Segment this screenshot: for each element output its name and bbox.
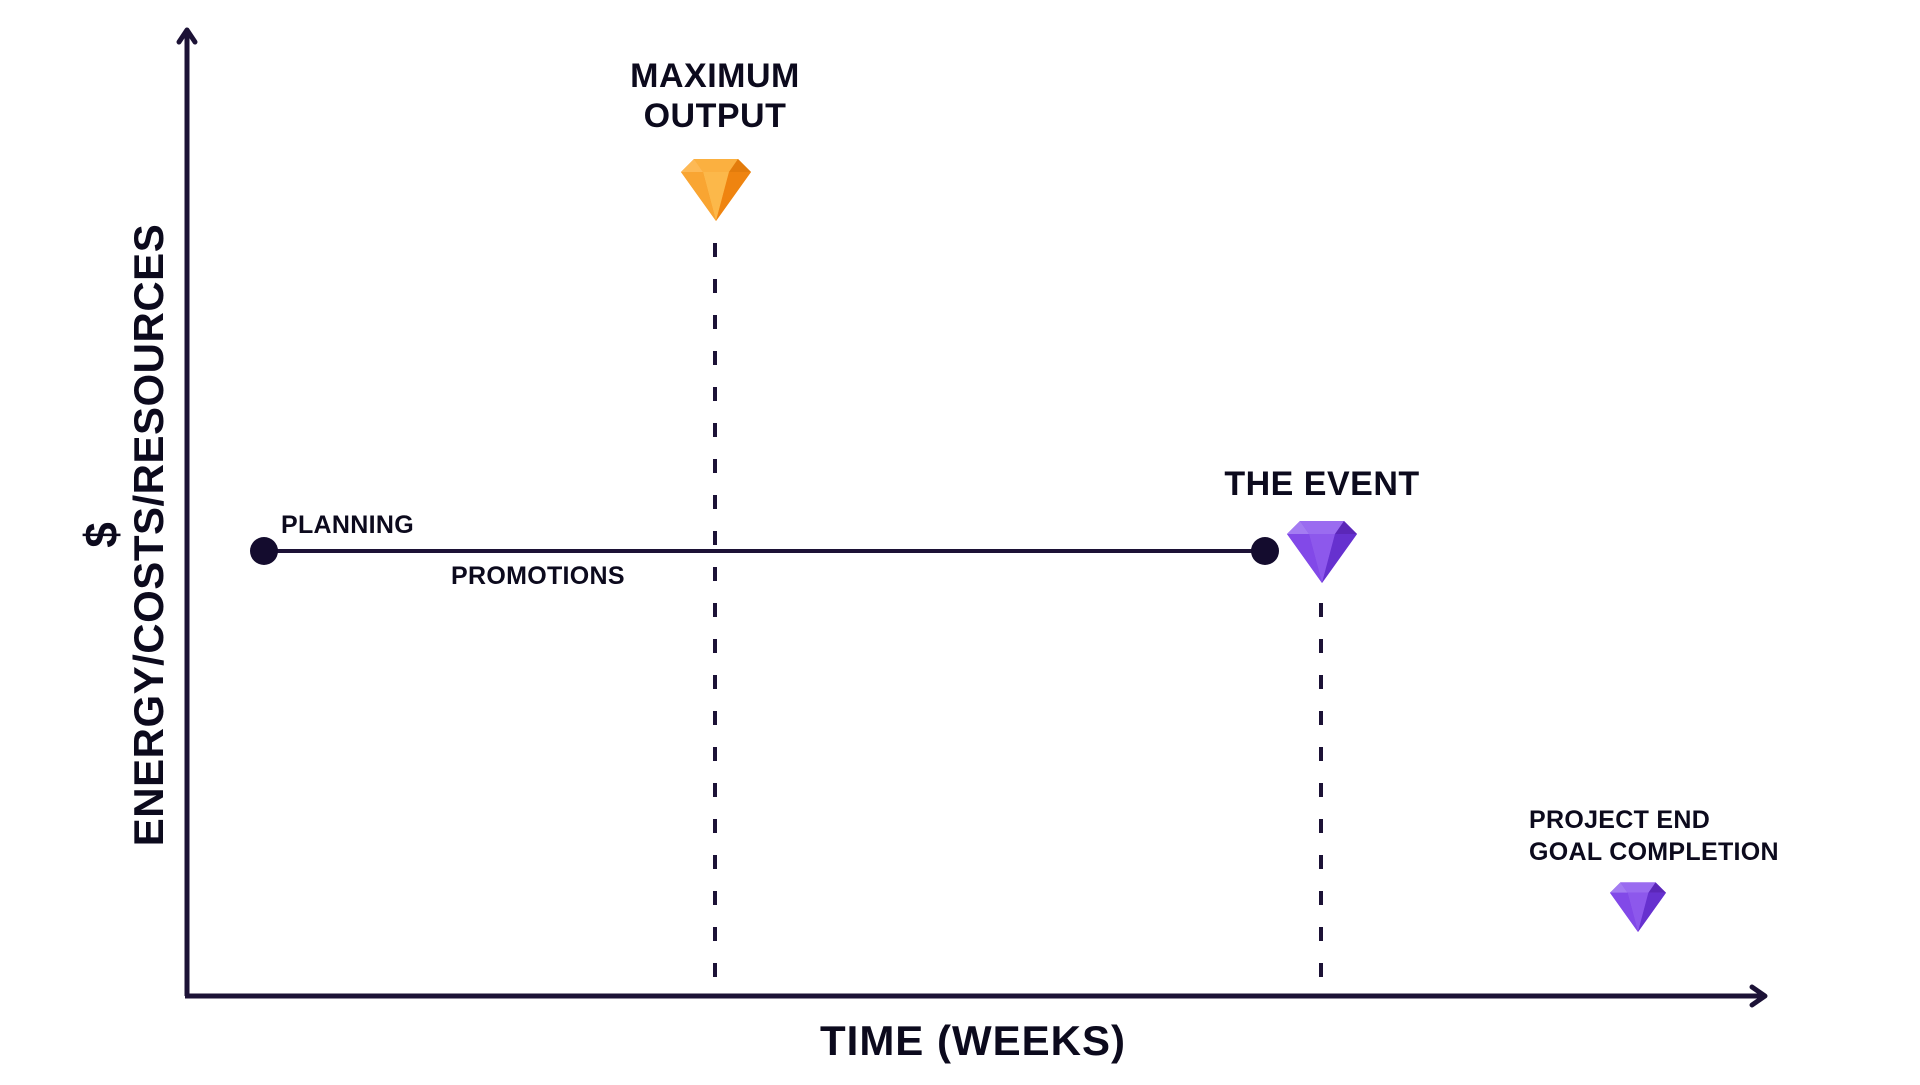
x-axis-arrowhead [1749,984,1768,1008]
project-end-line2: GOAL COMPLETION [1529,838,1779,866]
project-end-gem-icon [1610,882,1666,932]
planning-label: PLANNING [281,511,414,539]
x-axis-label-text: TIME (WEEKS) [820,1017,1126,1064]
maximum-output-line2: OUTPUT [643,97,787,135]
maximum-output-line1: MAXIMUM [630,57,800,95]
y-axis-arrowhead [176,27,198,45]
y-axis-label: $ ENERGY/COSTS/RESOURCES [75,185,177,885]
event-gem-icon [1287,521,1357,583]
promotions-label: PROMOTIONS [451,562,625,590]
y-axis-dollar-symbol: $ [75,522,127,548]
the-event-label: THE EVENT [1224,465,1420,503]
timeline-start-dot [250,537,278,565]
project-end-label: PROJECT END GOAL COMPLETION [1529,804,1779,868]
orange-gem-icon [681,159,751,221]
y-axis-label-text: ENERGY/COSTS/RESOURCES [125,223,172,847]
project-end-line1: PROJECT END [1529,806,1711,834]
maximum-output-label: MAXIMUM OUTPUT [565,56,865,136]
timeline-end-dot [1251,537,1279,565]
